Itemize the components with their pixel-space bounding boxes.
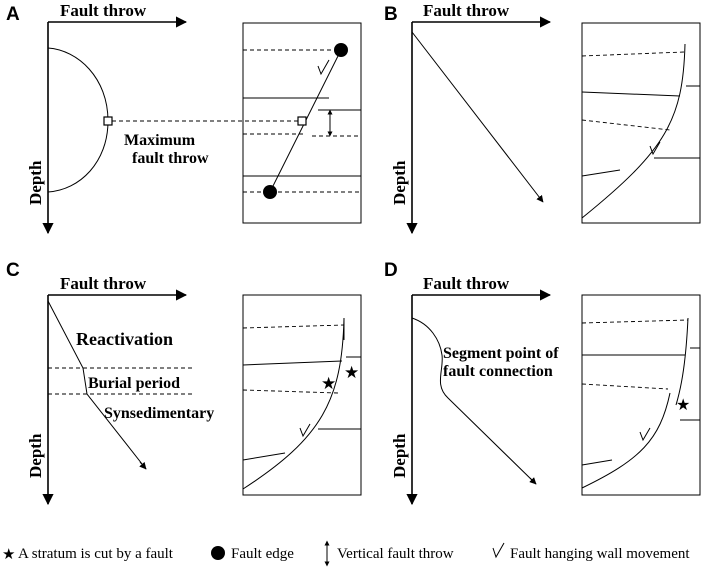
- panel-c-letter: C: [6, 260, 20, 281]
- panel-b-yaxis-title: Depth: [390, 160, 409, 205]
- panel-d-star-icon: ★: [676, 395, 690, 414]
- panel-d-hanging-wall-symbol: [639, 427, 651, 442]
- legend-hanging-wall-icon: [492, 542, 505, 559]
- panel-d-xaxis-title: Fault throw: [423, 274, 510, 293]
- panel-d-annotation-1: Segment point of: [443, 345, 559, 362]
- panel-d-stratum-dashed: [581, 383, 669, 390]
- panel-b-stratum-dashed: [581, 119, 671, 131]
- panel-a-max-marker-right: [297, 116, 307, 126]
- panel-c: C Fault throw Depth Reactivation Burial …: [6, 260, 362, 506]
- panel-d-stratum-dashed: [581, 319, 689, 324]
- panel-c-star-icon: ★: [344, 363, 359, 383]
- panel-d-letter: D: [384, 260, 398, 281]
- panel-c-stratum-dashed: [242, 324, 345, 329]
- panel-c-stratum: [242, 360, 343, 366]
- panel-c-stratum: [242, 452, 286, 461]
- panel-d: D Fault throw Depth Segment point of fau…: [384, 260, 701, 506]
- panel-c-star-icon: ★: [321, 374, 336, 394]
- panel-d-fault-lower: [581, 392, 671, 489]
- panel-b-letter: B: [384, 4, 398, 25]
- panel-b: B Fault throw Depth: [384, 1, 701, 235]
- panel-a-max-marker-left: [103, 116, 113, 126]
- panel-a-annotation-2: fault throw: [132, 150, 209, 167]
- panel-c-throw-arrow: [139, 461, 147, 470]
- panel-a-fault-edge-top: [334, 43, 348, 57]
- legend: ★ A stratum is cut by a fault Fault edge…: [2, 540, 690, 567]
- panel-c-label-synsedimentary: Synsedimentary: [104, 405, 214, 422]
- legend-vertical-throw-label: Vertical fault throw: [337, 546, 454, 562]
- panel-b-stratum: [581, 91, 681, 97]
- legend-star-icon: ★: [2, 545, 15, 563]
- panel-a-hanging-wall-symbol: [317, 59, 330, 76]
- panel-b-xaxis-title: Fault throw: [423, 1, 510, 20]
- panel-c-label-reactivation: Reactivation: [76, 329, 173, 349]
- panel-a-fault-edge-bottom: [263, 185, 277, 199]
- panel-d-throw-arrow: [529, 477, 537, 485]
- panel-d-yaxis-title: Depth: [390, 433, 409, 478]
- panel-c-hanging-wall-symbol: [299, 423, 311, 438]
- legend-star-label: A stratum is cut by a fault: [18, 546, 174, 562]
- panel-a: A Fault throw Depth Maximum fault throw: [6, 1, 362, 235]
- panel-b-hanging-wall-symbol: [649, 141, 661, 156]
- panel-a-xaxis-title: Fault throw: [60, 1, 147, 20]
- panel-d-annotation-2: fault connection: [443, 363, 553, 380]
- panel-c-throw-line: [47, 300, 147, 470]
- panel-b-section-box: [581, 22, 701, 224]
- panel-d-stratum: [581, 459, 613, 466]
- panel-c-section-box: [242, 294, 362, 496]
- panel-d-section-box: [581, 294, 701, 496]
- panel-c-xaxis-title: Fault throw: [60, 274, 147, 293]
- panel-b-stratum-dashed: [581, 51, 685, 57]
- panel-c-yaxis-title: Depth: [26, 433, 45, 478]
- legend-hanging-wall-label: Fault hanging wall movement: [510, 546, 690, 562]
- legend-fault-edge-label: Fault edge: [231, 546, 294, 562]
- panel-a-throw-curve: [47, 47, 109, 193]
- panel-b-throw-line: [411, 31, 544, 203]
- panel-a-letter: A: [6, 4, 20, 25]
- panel-c-stratum-dashed: [242, 389, 339, 394]
- panel-b-stratum: [581, 169, 621, 177]
- panel-a-section-box: [242, 22, 362, 224]
- legend-fault-edge-icon: [211, 546, 225, 560]
- panel-a-yaxis-title: Depth: [26, 160, 45, 205]
- panel-b-fault-curve: [581, 43, 686, 219]
- panel-c-label-burial: Burial period: [88, 375, 180, 392]
- panel-c-fault-curve: [242, 317, 345, 490]
- panel-d-fault-upper: [675, 317, 689, 406]
- panel-a-annotation-1: Maximum: [124, 132, 196, 149]
- panel-d-throw-curve: [411, 317, 537, 485]
